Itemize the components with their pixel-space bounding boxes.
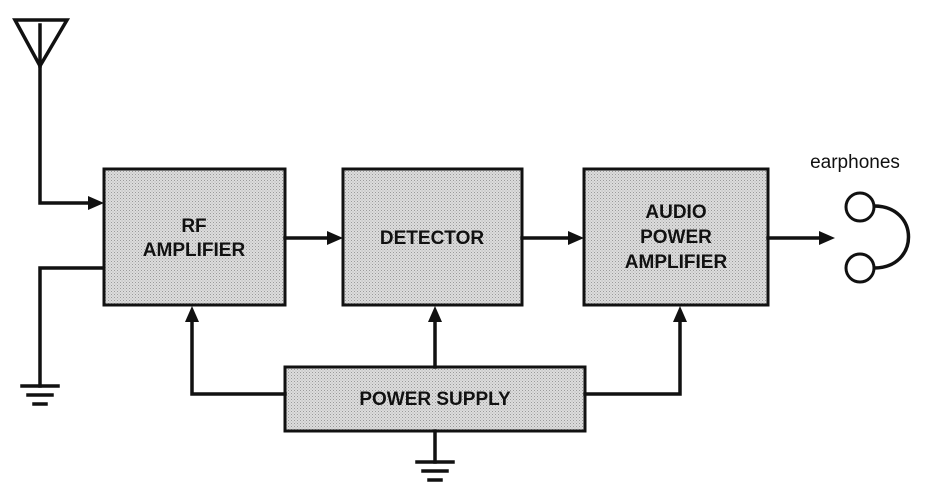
- power-to-audio-wire: [583, 306, 687, 396]
- audio-amplifier-label-line1: AUDIO: [645, 202, 706, 223]
- ground-icon: [415, 460, 455, 482]
- arrow-icon: [327, 231, 343, 245]
- arrow-icon: [673, 306, 687, 322]
- arrow-icon: [568, 231, 584, 245]
- audio-to-earphones-wire: [766, 231, 835, 245]
- rf-amplifier-label-line2: AMPLIFIER: [143, 240, 246, 261]
- arrow-icon: [819, 231, 835, 245]
- audio-amplifier-label-line3: AMPLIFIER: [625, 252, 728, 273]
- earphones-label: earphones: [810, 152, 900, 173]
- detector-label: DETECTOR: [380, 228, 484, 249]
- antenna-icon: [12, 18, 71, 70]
- power-to-detector-wire: [428, 306, 442, 369]
- detector-to-audio-wire: [520, 231, 584, 245]
- ground-icon: [20, 384, 60, 406]
- power-supply-block: POWER SUPPLY: [283, 365, 587, 433]
- audio-power-amplifier-block: AUDIO POWER AMPLIFIER: [582, 167, 770, 307]
- arrow-icon: [428, 306, 442, 322]
- power-supply-label: POWER SUPPLY: [359, 389, 511, 410]
- earphones-icon: [844, 191, 911, 284]
- arrow-icon: [88, 196, 104, 210]
- rf-ground-wire: [38, 266, 106, 388]
- arrow-icon: [185, 306, 199, 322]
- rf-to-detector-wire: [283, 231, 343, 245]
- antenna-feed-wire: [38, 64, 104, 210]
- power-to-rf-wire: [185, 306, 287, 396]
- rf-amplifier-block: RF AMPLIFIER: [102, 167, 287, 307]
- audio-amplifier-label-line2: POWER: [640, 227, 712, 248]
- rf-amplifier-label-line1: RF: [181, 216, 206, 237]
- detector-block: DETECTOR: [341, 167, 524, 307]
